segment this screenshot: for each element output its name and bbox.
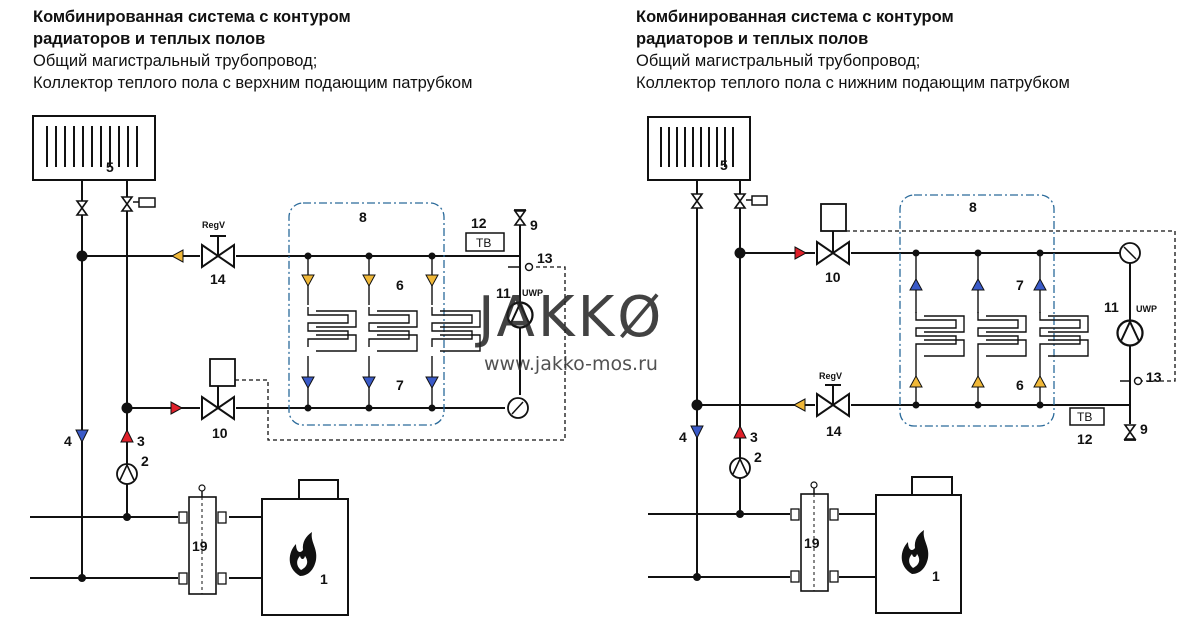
right-floor-loop-3 — [1039, 311, 1089, 357]
right-boiler-pump-2 — [729, 457, 751, 479]
left-radiator-valve-supply — [121, 196, 133, 212]
right-floor-loop-1 — [915, 311, 965, 357]
label-tb-left: ТВ — [476, 236, 491, 250]
label-19-right: 19 — [804, 535, 820, 551]
watermark-brand: JAKKØ — [475, 285, 664, 350]
right-pump-11 — [1116, 319, 1144, 347]
label-13-left: 13 — [537, 250, 553, 266]
left-floor-loop-2 — [368, 306, 418, 352]
label-10-right: 10 — [825, 269, 841, 285]
label-13-right: 13 — [1146, 369, 1162, 385]
label-6-left: 6 — [396, 277, 404, 293]
label-8-right: 8 — [969, 199, 977, 215]
label-12-left: 12 — [471, 215, 487, 231]
label-5-left: 5 — [106, 159, 114, 175]
label-2-left: 2 — [141, 453, 149, 469]
label-11-left: 11 — [496, 285, 511, 301]
left-title-line1: Комбинированная система с контуром — [33, 8, 351, 26]
label-9-left: 9 — [530, 217, 538, 233]
label-9-right: 9 — [1140, 421, 1148, 437]
label-4-right: 4 — [679, 429, 687, 445]
label-uwp-left: UWP — [522, 288, 543, 298]
right-radiator-valve-return — [691, 193, 703, 209]
right-boiler-flame-icon — [901, 530, 929, 574]
left-floor-loop-1 — [307, 306, 357, 352]
right-floor-loop-2 — [977, 311, 1027, 357]
label-uwp-right: UWP — [1136, 304, 1157, 314]
right-title-line2: радиаторов и теплых полов — [636, 30, 869, 48]
label-3-right: 3 — [750, 429, 758, 445]
right-radiator: 5 — [647, 116, 751, 181]
label-14-right: 14 — [826, 423, 842, 439]
left-air-valve-9 — [514, 210, 526, 226]
right-subtitle-line2: Коллектор теплого пола с нижним подающим… — [636, 74, 1070, 92]
left-heading: Комбинированная система с контуром радиа… — [33, 6, 472, 94]
label-3-left: 3 — [137, 433, 145, 449]
label-7-left: 7 — [396, 377, 404, 393]
watermark-url: www.jakko-mos.ru — [484, 353, 658, 375]
left-boiler-pump-2 — [116, 463, 138, 485]
right-title-line1: Комбинированная система с контуром — [636, 8, 954, 26]
right-air-valve-9 — [1124, 424, 1136, 440]
label-5-right: 5 — [720, 157, 728, 173]
label-1-right: 1 — [932, 568, 940, 584]
left-floor-loop-3 — [431, 306, 481, 352]
right-radiator-valve-supply — [734, 193, 746, 209]
label-14-left: 14 — [210, 271, 226, 287]
label-regv-right: RegV — [819, 371, 842, 381]
label-2-right: 2 — [754, 449, 762, 465]
left-boiler-flame-icon — [289, 532, 317, 576]
left-diagram: 5 RegV — [30, 115, 566, 616]
label-8-left: 8 — [359, 209, 367, 225]
left-subtitle-line1: Общий магистральный трубопровод; — [33, 52, 318, 70]
label-11-right: 11 — [1104, 299, 1119, 315]
left-radiator: 5 — [32, 115, 156, 181]
label-10-left: 10 — [212, 425, 228, 441]
label-7-right: 7 — [1016, 277, 1024, 293]
left-title-line2: радиаторов и теплых полов — [33, 30, 266, 48]
left-radiator-valve-return — [76, 200, 88, 216]
label-4-left: 4 — [64, 433, 72, 449]
label-19-left: 19 — [192, 538, 208, 554]
label-1-left: 1 — [320, 571, 328, 587]
left-subtitle-line2: Коллектор теплого пола с верхним подающи… — [33, 74, 473, 92]
label-regv-left: RegV — [202, 220, 225, 230]
right-subtitle-line1: Общий магистральный трубопровод; — [636, 52, 921, 70]
right-heading: Комбинированная система с контуром радиа… — [636, 6, 1070, 94]
label-12-right: 12 — [1077, 431, 1093, 447]
label-tb-right: ТВ — [1077, 410, 1092, 424]
watermark: JAKKØ www.jakko-mos.ru — [475, 285, 664, 375]
right-diagram: 5 10 — [647, 116, 1176, 614]
label-6-right: 6 — [1016, 377, 1024, 393]
